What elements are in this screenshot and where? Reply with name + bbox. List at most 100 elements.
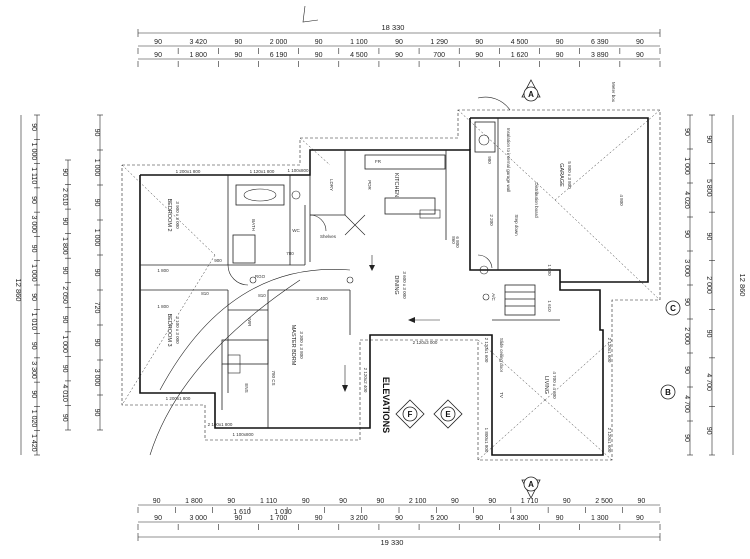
- room-pdr: PDR: [367, 180, 372, 190]
- left-col1-label: 2 050: [61, 286, 68, 304]
- dim-1800-b: 1 800: [157, 304, 169, 309]
- bottom-dim-1610: 1 610: [233, 509, 251, 516]
- dim-810-b: 810: [258, 293, 266, 298]
- left-col0-label: 1 420: [30, 434, 37, 452]
- arrows: [342, 255, 440, 392]
- left-col2-label: 90: [93, 199, 100, 207]
- left-col2-label: 1 000: [93, 229, 100, 247]
- right-total-dim: 12 860: [738, 274, 747, 297]
- svg-text:C: C: [670, 304, 676, 313]
- marker-a-bottom: A: [521, 476, 541, 499]
- bottom-row1-label: 90: [227, 498, 235, 505]
- bottom-row1-label: 90: [637, 498, 645, 505]
- dim-1800-c: 1 800: [547, 264, 552, 276]
- bottom-row3-label: 90: [636, 515, 644, 522]
- bottom-dim-1010: 1 010: [274, 509, 292, 516]
- bottom-row1-label: 2 500: [595, 498, 613, 505]
- svg-text:F: F: [408, 410, 413, 419]
- top-row1-label: 3 420: [189, 39, 207, 46]
- external-walls: [139, 117, 649, 456]
- room-bedroom3: BEDROOM 3: [166, 313, 172, 346]
- left-col0-label: 3 000: [30, 216, 37, 234]
- left-col1-label: 1 000: [61, 335, 68, 353]
- window-w6: 2 120x3 000: [413, 340, 438, 345]
- left-col0-label: 90: [30, 196, 37, 204]
- window-labels: 1 200x1 800 1 120x1 800 1 200x1 800 1 10…: [166, 168, 612, 453]
- left-col0-label: 1 020: [30, 410, 37, 428]
- bottom-row3-label: 3 200: [350, 515, 368, 522]
- left-col1-label: 90: [61, 414, 68, 422]
- top-row2-label: 90: [636, 52, 644, 59]
- bottom-row1-label: 90: [153, 498, 161, 505]
- left-col1-label: 90: [61, 365, 68, 373]
- room-wc: WC: [292, 228, 300, 233]
- bottom-row1-label: 2 100: [409, 498, 427, 505]
- dim-860: 860: [451, 236, 456, 244]
- top-row2-label: 90: [395, 52, 403, 59]
- room-fr: FR: [375, 159, 382, 164]
- right-col0-label: 90: [683, 230, 690, 238]
- marker-f: F: [395, 399, 425, 429]
- top-row2-label: 700: [433, 52, 445, 59]
- room-bath: BATH: [251, 219, 256, 231]
- top-row1-label: 4 500: [511, 39, 529, 46]
- markers: A A B C E F: [395, 79, 681, 499]
- left-col0-label: 90: [30, 123, 37, 131]
- bottom-row1-label: 90: [563, 498, 571, 505]
- room-bedroom2: BEDROOM 2: [166, 198, 172, 231]
- door-swings: [149, 96, 511, 456]
- left-col2-label: 90: [93, 409, 100, 417]
- window-w4: 1 100x800: [287, 168, 309, 173]
- top-row1-label: 6 390: [591, 39, 609, 46]
- window-w2: 1 120x1 800: [250, 169, 275, 174]
- bottom-row3-label: 90: [395, 515, 403, 522]
- window-w8: 2 120x1 600: [607, 338, 612, 363]
- step-down-label: Step down: [514, 214, 519, 236]
- room-garage: GARAGE: [558, 163, 564, 187]
- left-col2-label: 3 000: [93, 369, 100, 387]
- window-w3: 1 200x1 800: [166, 396, 191, 401]
- bottom-row1-label: 1 800: [185, 498, 203, 505]
- room-dining: DINING: [393, 275, 399, 294]
- left-col0-label: 1 000: [30, 264, 37, 282]
- left-col1-label: 2 610: [61, 188, 68, 206]
- top-row2-label: 90: [556, 52, 564, 59]
- top-row2-label: 3 890: [591, 52, 609, 59]
- right-col0-label: 90: [683, 434, 690, 442]
- left-col0-label: 90: [30, 245, 37, 253]
- room-living: LIVING: [543, 376, 549, 394]
- dim-1800-a: 1 800: [157, 268, 169, 273]
- top-row1-label: 90: [475, 39, 483, 46]
- bottom-row3-label: 5 200: [430, 515, 448, 522]
- left-col1-label: 90: [61, 217, 68, 225]
- window-w10: 2 120x2 400: [363, 368, 368, 393]
- top-row2-label: 90: [475, 52, 483, 59]
- bottom-row3-label: 90: [475, 515, 483, 522]
- distribution-board-label: Distribution board: [534, 182, 539, 218]
- dim-2200: 2 200: [489, 214, 494, 226]
- window-w11: 1 800x1 800: [484, 428, 489, 453]
- right-col0-label: 90: [683, 128, 690, 136]
- left-col2-label: 90: [93, 129, 100, 137]
- left-total-dim: 12 860: [14, 279, 23, 302]
- left-col0-label: 1 000: [30, 143, 37, 161]
- top-row2-label: 1 620: [511, 52, 529, 59]
- dim-810-a: 810: [201, 291, 209, 296]
- bottom-row3-label: 90: [234, 515, 242, 522]
- ac-label: A/C: [491, 293, 496, 301]
- top-row1-label: 90: [154, 39, 162, 46]
- top-row2-label: 90: [315, 52, 323, 59]
- room-bedroom3-size: 3 100 x 3 000: [175, 316, 180, 344]
- room-ldry: LDRY: [329, 179, 334, 191]
- top-row1-label: 90: [315, 39, 323, 46]
- top-row2-label: 6 190: [270, 52, 288, 59]
- right-col0-label: 1 000: [683, 157, 690, 175]
- bottom-row3-label: 1 300: [591, 515, 609, 522]
- svg-text:A: A: [528, 90, 534, 99]
- bottom-row3-label: 3 000: [189, 515, 207, 522]
- right-col1-label: 90: [705, 233, 712, 241]
- dim-900: 900: [214, 258, 222, 263]
- room-bedroom2-size: 3 900 x 3 000: [175, 201, 180, 229]
- elevations-label: ELEVATIONS: [381, 377, 391, 433]
- rgo-label: RGO: [255, 274, 266, 279]
